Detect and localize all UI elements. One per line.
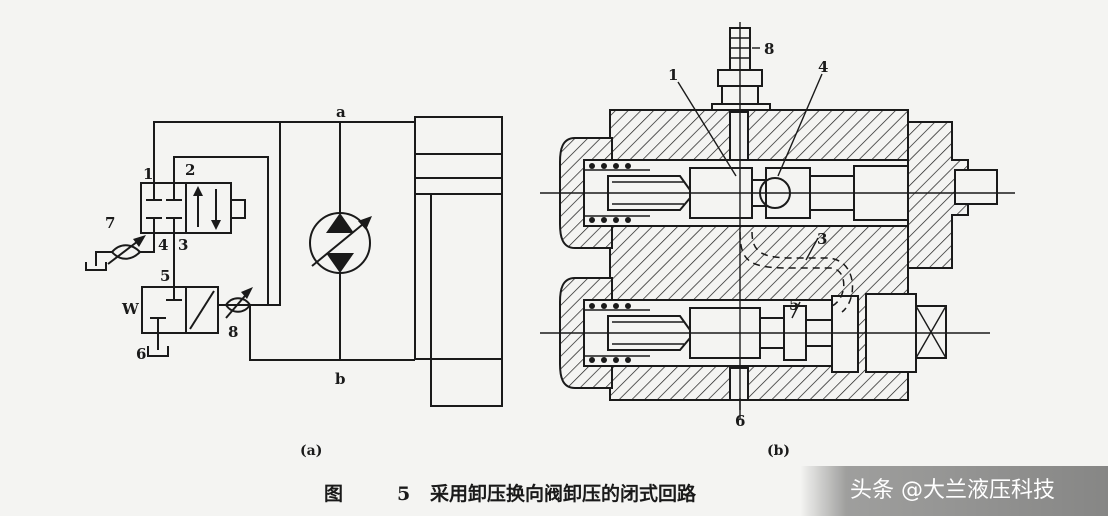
internal-passage	[739, 231, 854, 313]
adjust-screw	[711, 27, 771, 113]
b-label-6: 6	[735, 412, 745, 430]
pilot-channel-1	[729, 111, 749, 161]
label-4: 4	[158, 236, 168, 254]
caption-text: 采用卸压换向阀卸压的闭式回路	[430, 482, 697, 505]
throttle-7	[85, 233, 155, 271]
panel-b-sublabel: (b)	[767, 443, 790, 459]
line-a	[153, 121, 415, 183]
variable-pump-symbol	[309, 122, 372, 360]
label-1: 1	[143, 165, 153, 183]
watermark: 头条 @大兰液压科技	[800, 466, 1108, 516]
throttle-8	[225, 287, 253, 319]
panel-a-sublabel: (a)	[300, 443, 322, 459]
right-flange	[907, 121, 969, 269]
panel-b-section: 1 3 4 5 6 8 (b)	[540, 22, 1015, 459]
watermark-text: 头条 @大兰液压科技	[850, 478, 1055, 503]
spring-symbol: W	[121, 300, 140, 318]
b-label-4: 4	[818, 58, 828, 76]
panel-a-schematic: a b 1 2 3 4 5 6 7 8 W (a)	[85, 103, 503, 459]
cylinder-block	[414, 116, 503, 407]
center-lines	[540, 22, 1015, 420]
line-2-to-a	[173, 156, 269, 305]
label-5: 5	[160, 267, 170, 285]
label-3: 3	[178, 236, 188, 254]
label-b: b	[335, 370, 346, 388]
drain-port-6	[729, 367, 749, 401]
label-2: 2	[185, 161, 195, 179]
valve-5	[141, 286, 250, 334]
label-6: 6	[136, 345, 146, 363]
caption-number: 5	[397, 483, 410, 505]
label-7: 7	[105, 214, 115, 232]
line-b	[249, 305, 415, 361]
label-8: 8	[228, 323, 238, 341]
directional-valve	[140, 182, 246, 234]
b-label-3: 3	[817, 230, 827, 248]
label-a: a	[336, 103, 346, 121]
b-label-8: 8	[764, 40, 774, 58]
leader-lines	[677, 47, 823, 410]
b-label-1: 1	[668, 66, 678, 84]
caption-prefix: 图	[324, 483, 343, 505]
b-label-5: 5	[789, 296, 799, 314]
right-nose	[954, 169, 998, 205]
line-8-to-pump	[250, 122, 281, 306]
tank-6	[147, 333, 169, 357]
figure-caption: 图 5 采用卸压换向阀卸压的闭式回路	[324, 482, 697, 505]
